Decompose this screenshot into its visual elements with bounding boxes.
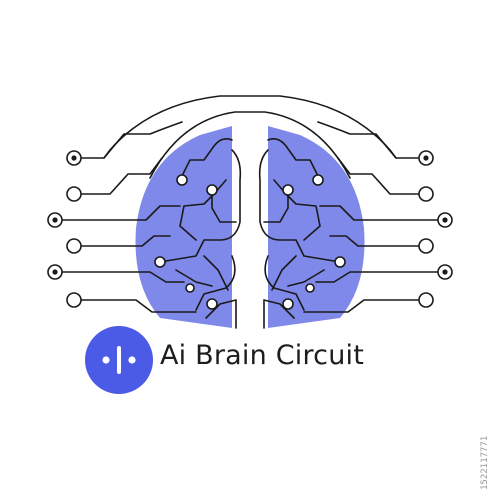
circuit-node-icon bbox=[418, 238, 434, 254]
circuit-node-icon bbox=[66, 292, 82, 308]
left-brain-lobe bbox=[135, 126, 232, 328]
left-brain-traces bbox=[159, 138, 242, 329]
stock-id: 1522117771 bbox=[480, 435, 490, 490]
right-terminal-nodes bbox=[418, 150, 453, 308]
right-brain-lobe bbox=[268, 126, 365, 328]
circuit-node-icon bbox=[66, 238, 82, 254]
circuit-node-icon bbox=[418, 292, 434, 308]
logo-badge-icon bbox=[85, 326, 153, 394]
left-terminal-nodes bbox=[47, 150, 82, 308]
left-traces bbox=[61, 121, 197, 313]
outer-arc-trace bbox=[103, 95, 397, 159]
brand-name: Ai Brain Circuit bbox=[160, 340, 365, 371]
circuit-node-icon bbox=[418, 186, 434, 202]
brain-inner-nodes bbox=[154, 174, 346, 310]
circuit-node-icon bbox=[66, 186, 82, 202]
right-traces bbox=[303, 121, 439, 313]
inner-arc-trace bbox=[149, 111, 351, 179]
